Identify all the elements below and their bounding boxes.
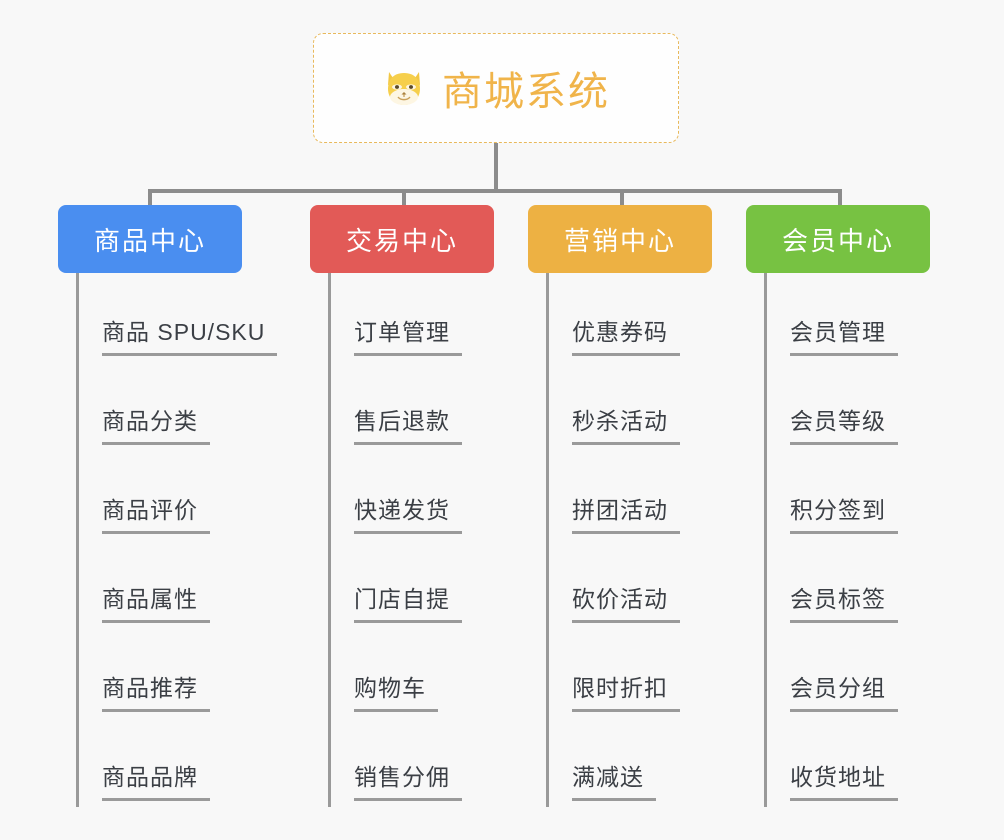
branch-items-trade: 订单管理 售后退款 快递发货 门店自提 购物车 销售分佣 <box>310 273 530 807</box>
list-item[interactable]: 拼团活动 <box>528 451 748 540</box>
list-item-label: 秒杀活动 <box>572 402 680 445</box>
connector-drop-4 <box>838 189 842 207</box>
list-item-label: 限时折扣 <box>572 669 680 712</box>
branch-items-product: 商品 SPU/SKU 商品分类 商品评价 商品属性 商品推荐 商品品牌 <box>58 273 308 807</box>
list-item[interactable]: 会员分组 <box>746 629 966 718</box>
branch-header-member[interactable]: 会员中心 <box>746 205 930 273</box>
list-item[interactable]: 秒杀活动 <box>528 362 748 451</box>
list-item-label: 快递发货 <box>354 491 462 534</box>
list-item-label: 商品推荐 <box>102 669 210 712</box>
list-item[interactable]: 售后退款 <box>310 362 530 451</box>
list-item-label: 门店自提 <box>354 580 462 623</box>
branch-items-marketing: 优惠券码 秒杀活动 拼团活动 砍价活动 限时折扣 满减送 <box>528 273 748 807</box>
list-item[interactable]: 购物车 <box>310 629 530 718</box>
root-title: 商城系统 <box>442 70 610 114</box>
branch-header-trade[interactable]: 交易中心 <box>310 205 494 273</box>
connector-drop-3 <box>620 189 624 207</box>
list-item[interactable]: 会员管理 <box>746 273 966 362</box>
list-item-label: 收货地址 <box>790 758 898 801</box>
list-item[interactable]: 商品属性 <box>58 540 308 629</box>
branch-stem <box>76 273 79 807</box>
list-item[interactable]: 收货地址 <box>746 718 966 807</box>
list-item-label: 购物车 <box>354 669 438 712</box>
list-item[interactable]: 门店自提 <box>310 540 530 629</box>
list-item[interactable]: 商品评价 <box>58 451 308 540</box>
list-item[interactable]: 满减送 <box>528 718 748 807</box>
list-item-label: 拼团活动 <box>572 491 680 534</box>
branch-stem <box>546 273 549 807</box>
list-item[interactable]: 商品 SPU/SKU <box>58 273 308 362</box>
branch-stem <box>764 273 767 807</box>
connector-drop-2 <box>402 189 406 207</box>
branch-column-product: 商品中心 商品 SPU/SKU 商品分类 商品评价 商品属性 商品推荐 商品品牌 <box>58 205 308 807</box>
branch-column-trade: 交易中心 订单管理 售后退款 快递发货 门店自提 购物车 销售分佣 <box>310 205 530 807</box>
list-item-label: 会员管理 <box>790 313 898 356</box>
branch-column-member: 会员中心 会员管理 会员等级 积分签到 会员标签 会员分组 收货地址 <box>746 205 966 807</box>
root-node[interactable]: 商城系统 <box>313 33 679 143</box>
branch-header-marketing[interactable]: 营销中心 <box>528 205 712 273</box>
shiba-dog-face-icon <box>382 66 426 110</box>
list-item-label: 售后退款 <box>354 402 462 445</box>
branch-column-marketing: 营销中心 优惠券码 秒杀活动 拼团活动 砍价活动 限时折扣 满减送 <box>528 205 748 807</box>
list-item[interactable]: 砍价活动 <box>528 540 748 629</box>
list-item[interactable]: 快递发货 <box>310 451 530 540</box>
list-item-label: 满减送 <box>572 758 656 801</box>
list-item-label: 积分签到 <box>790 491 898 534</box>
list-item-label: 商品属性 <box>102 580 210 623</box>
list-item[interactable]: 优惠券码 <box>528 273 748 362</box>
list-item[interactable]: 订单管理 <box>310 273 530 362</box>
branch-items-member: 会员管理 会员等级 积分签到 会员标签 会员分组 收货地址 <box>746 273 966 807</box>
connector-drop-1 <box>148 189 152 207</box>
branch-header-label: 交易中心 <box>345 225 458 256</box>
list-item-label: 商品品牌 <box>102 758 210 801</box>
connector-root-stem <box>494 143 498 191</box>
list-item[interactable]: 限时折扣 <box>528 629 748 718</box>
connector-horizontal-bus <box>148 189 842 193</box>
list-item[interactable]: 商品推荐 <box>58 629 308 718</box>
list-item[interactable]: 商品分类 <box>58 362 308 451</box>
branch-header-label: 商品中心 <box>93 225 206 256</box>
list-item-label: 订单管理 <box>354 313 462 356</box>
branch-header-label: 营销中心 <box>563 225 676 256</box>
branch-header-label: 会员中心 <box>781 225 894 256</box>
list-item-label: 会员分组 <box>790 669 898 712</box>
list-item-label: 会员等级 <box>790 402 898 445</box>
list-item-label: 商品评价 <box>102 491 210 534</box>
list-item[interactable]: 销售分佣 <box>310 718 530 807</box>
list-item-label: 会员标签 <box>790 580 898 623</box>
list-item[interactable]: 会员等级 <box>746 362 966 451</box>
list-item[interactable]: 会员标签 <box>746 540 966 629</box>
branch-header-product[interactable]: 商品中心 <box>58 205 242 273</box>
list-item[interactable]: 积分签到 <box>746 451 966 540</box>
list-item[interactable]: 商品品牌 <box>58 718 308 807</box>
branch-stem <box>328 273 331 807</box>
list-item-label: 优惠券码 <box>572 313 680 356</box>
list-item-label: 商品分类 <box>102 402 210 445</box>
list-item-label: 销售分佣 <box>354 758 462 801</box>
list-item-label: 商品 SPU/SKU <box>102 313 278 356</box>
list-item-label: 砍价活动 <box>572 580 680 623</box>
